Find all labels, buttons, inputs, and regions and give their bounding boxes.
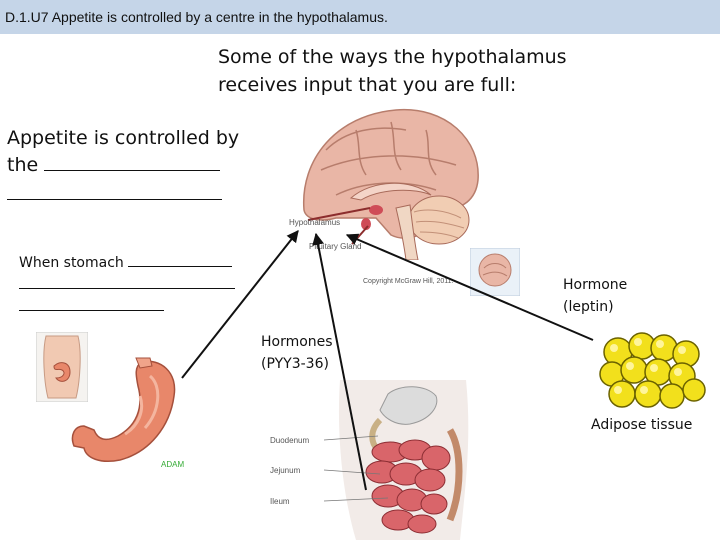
adipose-label: Adipose tissue xyxy=(591,414,711,436)
leptin-label-line-1: Hormone xyxy=(563,274,683,296)
leptin-label: Hormone (leptin) xyxy=(563,274,683,318)
pyy-label-line-2: (PYY3-36) xyxy=(261,353,381,375)
pyy-label-line-1: Hormones xyxy=(261,331,381,353)
arrow-adipose-to-hypothalamus xyxy=(347,235,593,340)
pyy-label: Hormones (PYY3-36) xyxy=(261,331,381,375)
leptin-label-line-2: (leptin) xyxy=(563,296,683,318)
